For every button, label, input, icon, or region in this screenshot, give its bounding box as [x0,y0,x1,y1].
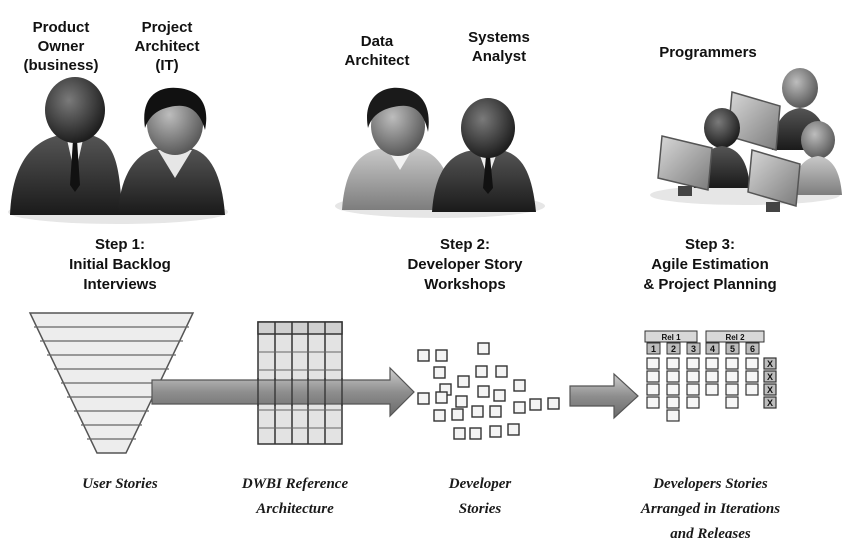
caption-line: Arranged in Iterations [640,501,781,517]
developer-stories-squares [417,342,560,440]
iteration-label: 6 [750,344,755,354]
caption-line: DWBI Reference [241,476,349,492]
backlog-mark: X [767,385,773,395]
caption-developer-stories: Developer Stories [420,472,540,522]
role-project-architect: Project Architect (IT) [124,18,210,75]
iteration-label: 2 [671,344,676,354]
caption-line: and Releases [670,526,751,542]
step-line: Initial Backlog [69,256,171,273]
step-3-label: Step 3: Agile Estimation & Project Plann… [625,235,795,295]
role-systems-analyst: Systems Analyst [454,28,544,66]
role-line: Project [141,19,193,36]
caption-line: Architecture [256,501,334,517]
iteration-label: 3 [691,344,696,354]
role-line: Programmers [659,44,757,61]
iteration-label: 1 [651,344,656,354]
release-label: Rel 2 [725,333,745,342]
role-line: Owner [37,38,85,55]
people-icon-step2 [335,87,545,218]
role-programmers: Programmers [648,43,768,62]
flow-arrow-2 [569,372,639,420]
caption-line: Developer [448,476,512,492]
role-line: Systems [468,29,530,46]
role-product-owner: Product Owner (business) [18,18,104,75]
user-stories-funnel [28,312,195,454]
people-icon-step1 [8,77,228,224]
caption-dwbi-architecture: DWBI Reference Architecture [220,472,370,522]
iteration-label: 4 [710,344,715,354]
backlog-mark: X [767,372,773,382]
step-line: Step 2: [439,236,490,253]
step-line: Agile Estimation [651,256,769,273]
step-line: Interviews [83,276,157,293]
role-line: Architect [344,52,410,69]
role-data-architect: Data Architect [334,32,420,70]
programmers-icon [650,68,842,212]
backlog-mark: X [767,398,773,408]
role-line: Data [360,33,394,50]
role-line: Analyst [471,48,527,65]
release-board: Rel 1 Rel 2 1 2 3 4 5 6 X X X X [644,330,777,422]
step-line: Developer Story [407,256,523,273]
caption-line: Developers Stories [653,476,768,492]
step-line: Step 1: [94,236,145,253]
step-2-label: Step 2: Developer Story Workshops [380,235,550,295]
grid-overlay [257,378,343,406]
release-label: Rel 1 [661,333,681,342]
caption-line: User Stories [82,476,158,492]
backlog-mark: X [767,359,773,369]
caption-line: Stories [458,501,502,517]
step-line: Workshops [424,276,506,293]
caption-iterations-releases: Developers Stories Arranged in Iteration… [618,472,803,547]
iteration-label: 5 [730,344,735,354]
role-line: (IT) [155,57,179,74]
caption-user-stories: User Stories [50,472,190,497]
flow-arrow-1 [151,366,415,418]
role-line: Product [32,19,90,36]
role-line: (business) [23,57,99,74]
step-1-label: Step 1: Initial Backlog Interviews [40,235,200,295]
step-line: Step 3: [684,236,735,253]
role-line: Architect [134,38,200,55]
step-line: & Project Planning [643,276,777,293]
